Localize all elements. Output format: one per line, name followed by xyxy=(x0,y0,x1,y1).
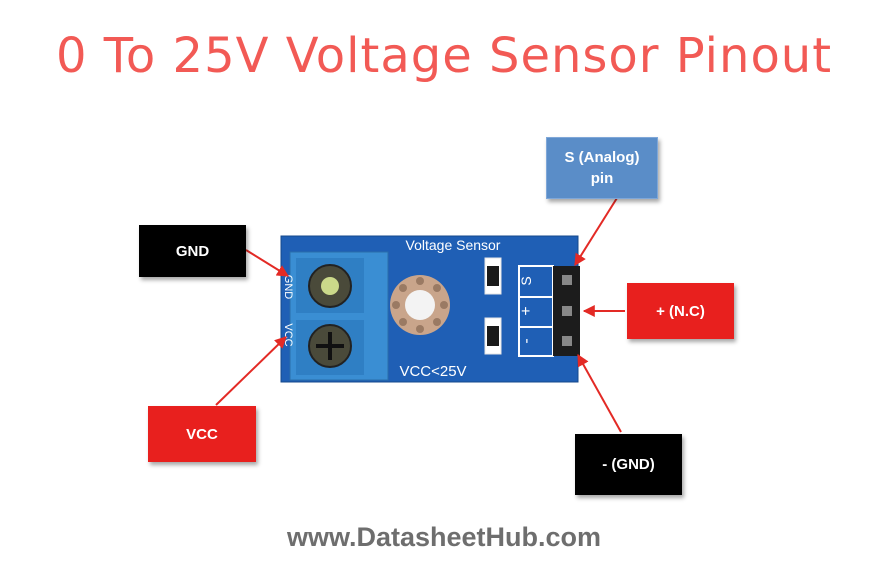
arrow-vcc xyxy=(215,336,287,406)
header-pins xyxy=(553,266,580,356)
label-signal: S (Analog) pin xyxy=(546,137,658,199)
label-signal-line2: pin xyxy=(590,170,614,187)
board-heading: Voltage Sensor xyxy=(406,237,501,253)
page-title: 0 To 25V Voltage Sensor Pinout xyxy=(55,28,833,84)
header-label-minus: - xyxy=(518,338,535,343)
label-plus: + (N.C) xyxy=(627,283,734,339)
board-rating: VCC<25V xyxy=(399,363,466,380)
terminal-label-gnd: GND xyxy=(282,275,294,300)
arrow-signal xyxy=(574,197,618,267)
label-vcc-text: VCC xyxy=(186,425,218,443)
label-signal-line1: S (Analog) xyxy=(564,149,640,166)
footer-website: www.DatasheetHub.com xyxy=(286,522,602,552)
label-vcc: VCC xyxy=(148,406,256,462)
label-gnd: GND xyxy=(139,225,246,277)
resistor-1 xyxy=(484,257,502,295)
sensor-board: Voltage Sensor VCC<25V GND VCC S + - xyxy=(280,235,580,383)
resistor-2 xyxy=(484,317,502,355)
header-label-s: S xyxy=(518,276,534,285)
arrow-gnd xyxy=(245,249,290,277)
arrow-minus xyxy=(577,353,622,433)
header-label-plus: + xyxy=(518,306,535,315)
label-gnd-text: GND xyxy=(175,242,210,260)
terminal-label-vcc: VCC xyxy=(282,323,294,346)
label-plus-text: + (N.C) xyxy=(656,302,705,320)
label-minus-text: - (GND) xyxy=(602,456,655,473)
screw-terminal xyxy=(289,251,389,381)
label-minus: - (GND) xyxy=(575,434,682,495)
